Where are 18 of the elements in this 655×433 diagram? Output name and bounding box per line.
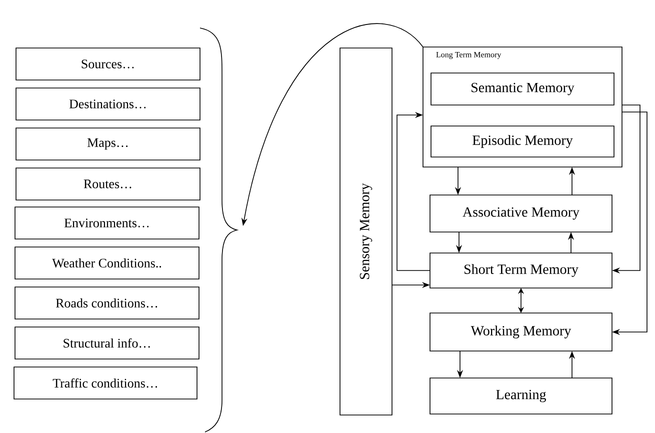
info-box: Structural info… (14, 326, 200, 360)
info-box: Environments… (14, 206, 200, 240)
memory-box: Sensory Memory (340, 48, 392, 416)
arrow (396, 112, 430, 271)
memory-box: Semantic Memory (430, 72, 614, 106)
memory-box: Learning (430, 378, 612, 414)
memory-box: Associative Memory (430, 194, 612, 232)
info-box: Routes… (16, 168, 200, 200)
brace (200, 28, 238, 432)
memory-box: Episodic Memory (430, 126, 614, 158)
info-box: Sources… (16, 48, 200, 80)
info-box: Maps… (16, 128, 200, 160)
memory-box: Working Memory (430, 312, 612, 352)
info-box: Roads conditions… (14, 286, 200, 320)
info-box: Destinations… (16, 88, 200, 120)
info-box: Weather Conditions.. (14, 246, 200, 280)
memory-box: Short Term Memory (430, 252, 612, 288)
info-box: Traffic conditions… (14, 366, 198, 400)
